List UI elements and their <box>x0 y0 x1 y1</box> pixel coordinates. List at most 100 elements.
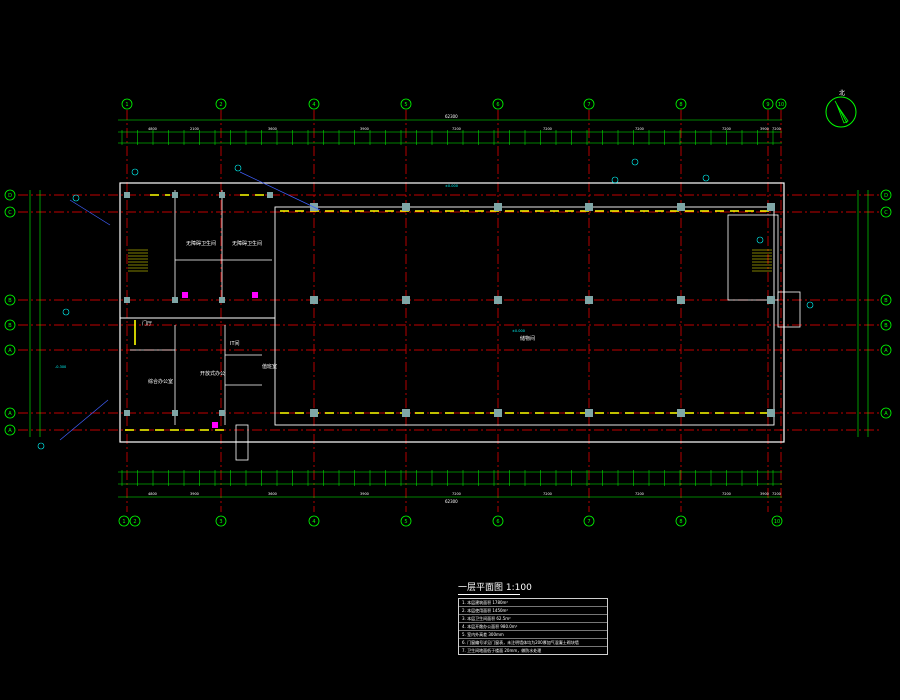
axis-bubble-label: 7 <box>587 102 590 108</box>
axis-bubble <box>675 515 687 527</box>
axis-bubble <box>400 515 412 527</box>
structural-column <box>767 409 775 417</box>
axis-bubble <box>4 319 16 331</box>
axis-bubble-label: 5 <box>404 519 407 525</box>
legend-note-row: 5. 室内外高差 300mm <box>459 631 607 639</box>
structural-column <box>124 192 130 198</box>
axis-bubble <box>583 98 595 110</box>
axis-bubble <box>880 294 892 306</box>
structural-column <box>219 410 225 416</box>
structural-column <box>677 296 685 304</box>
structural-column <box>494 296 502 304</box>
dim-text-top: 7200 <box>722 127 731 131</box>
structural-column <box>310 409 318 417</box>
axis-bubble-label: 8 <box>679 519 682 525</box>
dim-text-bottom: 3900 <box>760 492 769 496</box>
axis-bubble-label: D <box>884 193 888 199</box>
structural-column <box>219 192 225 198</box>
dim-text-bottom: 3600 <box>268 492 277 496</box>
dim-text-top: 4800 <box>148 127 157 131</box>
axis-bubble <box>880 344 892 356</box>
axis-bubble-label: A <box>884 348 888 354</box>
axis-bubble <box>880 189 892 201</box>
leader-line <box>239 171 321 211</box>
axis-bubble-label: 1 <box>125 102 128 108</box>
structural-column <box>172 192 178 198</box>
dim-text-top: 2100 <box>190 127 199 131</box>
callout-marker-icon <box>806 301 814 309</box>
legend-note-row: 4. 本层开敞办公面积 980.0m² <box>459 623 607 631</box>
axis-bubble-label: 3 <box>219 519 222 525</box>
structural-column <box>677 409 685 417</box>
axis-bubble-label: A <box>884 411 888 417</box>
drawing-title: 一层平面图 1:100 <box>458 580 532 595</box>
windows-layer <box>125 194 770 431</box>
axis-bubble <box>4 424 16 436</box>
dim-text-bottom: 7200 <box>452 492 461 496</box>
dim-text-bottom: 7200 <box>635 492 644 496</box>
dim-text-top: 3600 <box>268 127 277 131</box>
axis-bubble-label: D <box>8 193 12 199</box>
outer-wall <box>119 182 785 443</box>
axis-bubble <box>118 515 130 527</box>
axis-bubble <box>880 319 892 331</box>
entry-wall-bottom <box>235 424 249 461</box>
room-label-accessible-restroom-2: 无障碍卫生间 <box>232 240 262 247</box>
axis-bubble-label: C <box>8 210 12 216</box>
legend-note-row: 2. 本层使用面积 1450m² <box>459 607 607 615</box>
structural-column <box>767 296 775 304</box>
structural-column <box>172 297 178 303</box>
axis-bubble <box>215 98 227 110</box>
axis-bubble-label: A <box>8 428 12 434</box>
dim-text-bottom: 4800 <box>148 492 157 496</box>
axis-bubble <box>880 206 892 218</box>
north-label: 北 <box>839 89 845 97</box>
axis-bubble <box>492 515 504 527</box>
structural-column <box>585 296 593 304</box>
callout-marker-icon <box>756 236 764 244</box>
structural-column <box>172 410 178 416</box>
callout-marker-icon <box>611 176 619 184</box>
entry-wall-right <box>777 291 801 328</box>
legend-note-row: 3. 本层卫生间面积 62.5m² <box>459 615 607 623</box>
grid-axes-layer <box>18 110 880 512</box>
axis-bubble-label: A <box>8 348 12 354</box>
legend-note-row: 1. 本层建筑面积 1780m² <box>459 599 607 607</box>
room-label-room-open-office: 开放式办公 <box>200 370 225 377</box>
dim-text-top: 3900 <box>760 127 769 131</box>
columns-layer <box>124 192 775 428</box>
overall-dim-top: 62300 <box>445 114 458 119</box>
axis-bubble <box>121 98 133 110</box>
structural-column <box>767 203 775 211</box>
axis-bubble-label: 5 <box>404 102 407 108</box>
structural-column <box>585 409 593 417</box>
axis-bubble-label: 4 <box>312 519 315 525</box>
axis-bubble-label: 8 <box>679 102 682 108</box>
axis-bubble-label: 7 <box>587 519 590 525</box>
structural-column <box>494 409 502 417</box>
axis-bubble <box>4 294 16 306</box>
annotations-layer <box>37 158 814 450</box>
dim-text-bottom: 7200 <box>772 492 781 496</box>
callout-marker-icon <box>62 308 70 316</box>
rooms-layer: 无障碍卫生间无障碍卫生间IT间值班室综合办公室开放式办公储物间门厅±0.000±… <box>55 184 535 385</box>
room-label-room-it: IT间 <box>230 340 240 347</box>
axis-bubble <box>308 515 320 527</box>
elevation-main: ±0.000 <box>445 184 458 188</box>
legend-note-row: 7. 卫生间地面低于楼面 20mm，做防水处理 <box>462 648 542 653</box>
callout-marker-icon <box>37 442 45 450</box>
axis-bubble-label: 2 <box>133 519 136 525</box>
axis-bubble-label: 10 <box>778 102 784 108</box>
callout-marker-icon <box>131 168 139 176</box>
restroom-fixture-icon <box>182 292 188 298</box>
axis-bubble <box>492 98 504 110</box>
axis-bubble-label: 1 <box>122 519 125 525</box>
axis-bubble <box>583 515 595 527</box>
axis-bubble <box>308 98 320 110</box>
room-label-room-office: 综合办公室 <box>148 378 173 385</box>
axis-bubble-label: 6 <box>496 102 499 108</box>
dim-text-bottom: 3900 <box>360 492 369 496</box>
axis-bubble-label: 2 <box>219 102 222 108</box>
